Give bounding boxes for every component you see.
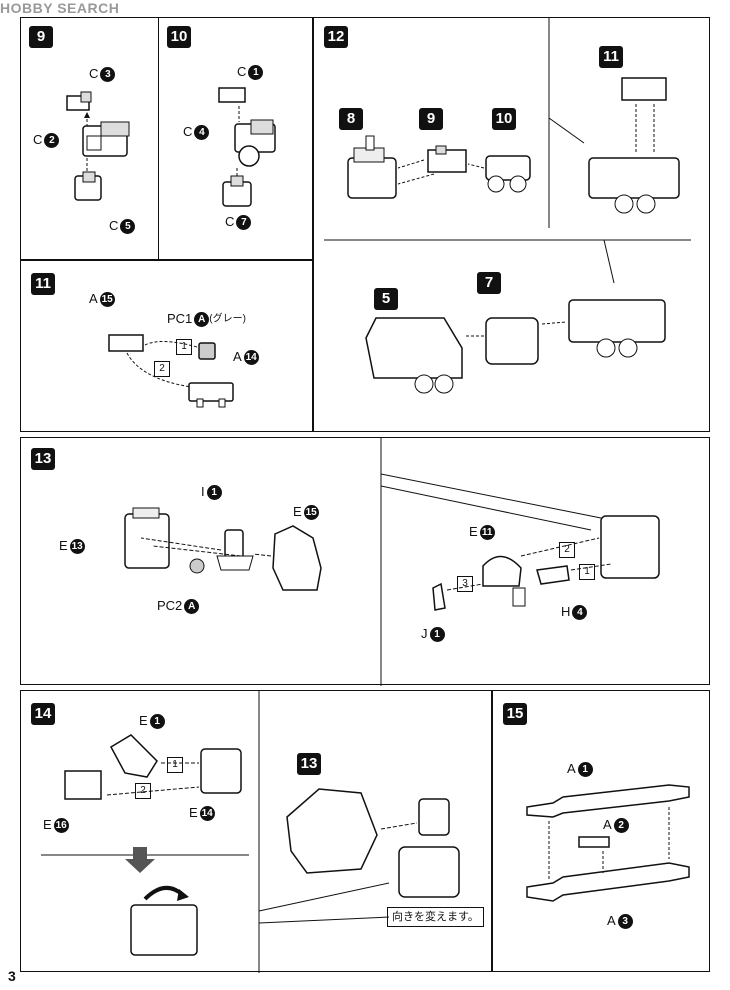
sub-assembly-8: 8 (339, 108, 363, 130)
step-12-drawing (324, 18, 691, 394)
order-marker-1: 1 (167, 757, 183, 773)
sub-assembly-13: 13 (297, 753, 321, 775)
step-14-drawing (41, 691, 460, 973)
step-number: 12 (324, 26, 348, 48)
step-10-drawing (218, 87, 276, 207)
step-15-drawing (526, 784, 690, 902)
step-number: 9 (29, 26, 53, 48)
step-13-drawing (124, 438, 660, 686)
sub-assembly-7: 7 (477, 272, 501, 294)
step-number: 15 (503, 703, 527, 725)
step-number: 11 (31, 273, 55, 295)
step-number: 13 (31, 448, 55, 470)
page-number: 3 (8, 968, 16, 984)
sub-assembly-10: 10 (492, 108, 516, 130)
step-9-drawing (66, 91, 130, 201)
step-12-panel: 12 8 9 10 11 5 7 (313, 17, 710, 432)
sub-assembly-5: 5 (374, 288, 398, 310)
step-number: 14 (31, 703, 55, 725)
sub-assembly-9: 9 (419, 108, 443, 130)
order-marker-2: 2 (154, 361, 170, 377)
step-number: 10 (167, 26, 191, 48)
watermark: HOBBY SEARCH (0, 0, 120, 16)
step-11-drawing (108, 334, 234, 408)
sub-assembly-11: 11 (599, 46, 623, 68)
